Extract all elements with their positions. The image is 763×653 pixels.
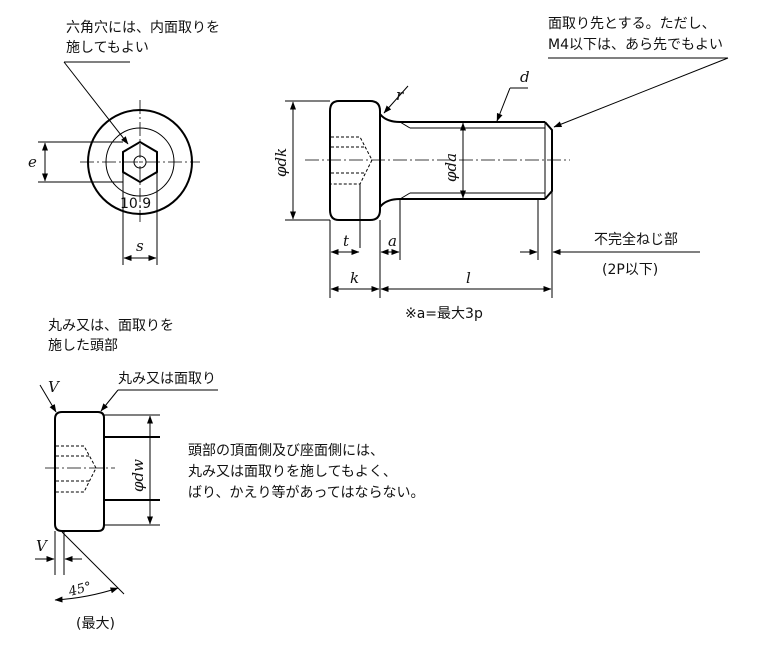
head-shape-note-line2: 施した頭部	[48, 338, 118, 354]
chamfer-leader	[553, 57, 729, 128]
round-or-chamfer-note: 丸み又は面取り	[118, 371, 216, 387]
d-label: d	[520, 68, 530, 86]
round-chamfer-leader	[100, 389, 119, 412]
s-label: s	[136, 237, 144, 255]
incomplete-thread-note: 不完全ねじ部	[594, 231, 678, 248]
strength-grade: 10.9	[120, 196, 151, 212]
v-bottom-label: V	[36, 537, 49, 555]
v-top-leader	[39, 384, 57, 413]
e-label: e	[28, 153, 37, 171]
angle-arc	[54, 587, 119, 603]
detail-head	[54, 411, 105, 532]
head-fillet-bottom	[379, 198, 401, 208]
head-fillet-top	[379, 113, 401, 123]
head-side-note-line2: 丸み又は面取りを施してもよく、	[188, 464, 397, 480]
r-leader	[383, 85, 409, 114]
max-note: (最大)	[76, 616, 115, 632]
incomplete-thread-limit: (2P以下)	[602, 262, 658, 278]
thread-start-bottom	[399, 192, 411, 200]
head-side-note-line3: ばり、かえり等があってはならない。	[188, 484, 424, 501]
phi-dk-label: φdk	[272, 148, 290, 177]
k-label: k	[350, 269, 359, 287]
l-label: l	[466, 269, 471, 287]
top-view: 六角穴には、内面取りを 施してもよい e 10.9 s	[28, 20, 220, 265]
hex-socket-note-line2: 施してもよい	[66, 40, 149, 56]
a-label: a	[388, 232, 397, 250]
side-view: φdk φda r d 面取り先とする。ただし、 M4以下は、あら先でもよい t…	[272, 16, 729, 322]
chamfer-note-line2: M4以下は、あら先でもよい	[548, 37, 723, 53]
d-leader	[496, 87, 511, 122]
phi-dw-label: φdw	[129, 459, 147, 492]
r-label: r	[396, 86, 404, 104]
detail-socket-hidden	[56, 445, 97, 493]
thread-start-top	[399, 121, 411, 129]
angle-label: 45°	[66, 579, 93, 600]
chamfer-note-line1: 面取り先とする。ただし、	[548, 16, 716, 32]
phi-da-label: φda	[442, 153, 460, 182]
detail-view: 丸み又は、面取りを 施した頭部 V 丸み又は面取り φdw 頭部の頂面側及び座面…	[35, 318, 424, 632]
hex-socket-note-line1: 六角穴には、内面取りを	[66, 20, 220, 36]
t-label: t	[343, 232, 350, 250]
head-shape-note-line1: 丸み又は、面取りを	[48, 318, 174, 334]
hex-socket	[122, 140, 158, 184]
a-note: ※a=最大3p	[405, 306, 483, 322]
v-top-label: V	[48, 378, 61, 396]
bolt-end	[544, 121, 553, 200]
head-side-note-line1: 頭部の頂面側及び座面側には、	[188, 443, 384, 459]
socket-hidden	[331, 136, 373, 185]
bolt-head	[329, 100, 381, 221]
hex-note-leader-diag	[63, 61, 129, 145]
angle-line	[61, 531, 125, 595]
